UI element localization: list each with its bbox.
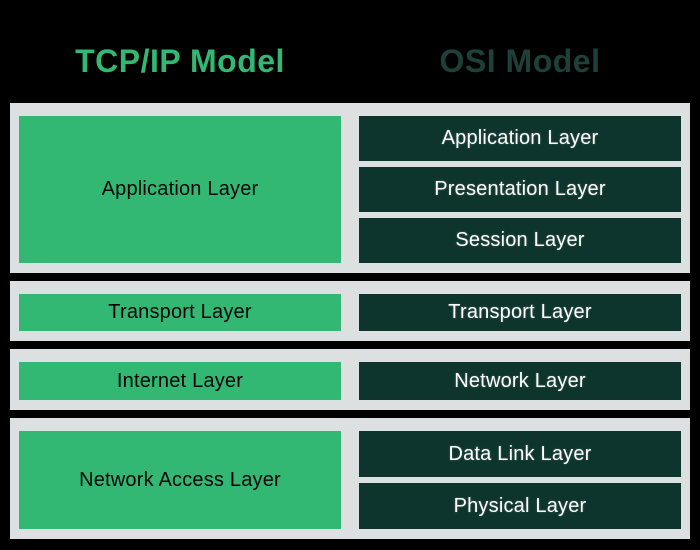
osi-model-title: OSI Model xyxy=(439,43,601,79)
osi-column-transport: Transport Layer xyxy=(359,294,681,331)
osi-network-layer-box: Network Layer xyxy=(359,362,681,400)
tcpip-application-layer-box: Application Layer xyxy=(19,116,341,263)
tcpip-internet-layer-box: Internet Layer xyxy=(19,362,341,400)
tcpip-model-title: TCP/IP Model xyxy=(75,43,285,79)
osi-application-layer-box: Application Layer xyxy=(359,116,681,161)
osi-session-layer-box: Session Layer xyxy=(359,218,681,263)
osi-transport-layer-box: Transport Layer xyxy=(359,294,681,331)
osi-presentation-layer-box: Presentation Layer xyxy=(359,167,681,212)
osi-data-link-layer-box: Data Link Layer xyxy=(359,431,681,477)
osi-column-network-access: Data Link Layer Physical Layer xyxy=(359,431,681,529)
osi-column-application: Application Layer Presentation Layer Ses… xyxy=(359,116,681,263)
osi-column-network: Network Layer xyxy=(359,362,681,400)
tcpip-transport-layer-box: Transport Layer xyxy=(19,294,341,331)
layer-group-transport: Transport Layer Transport Layer xyxy=(10,281,690,341)
header-row: TCP/IP Model OSI Model xyxy=(0,0,700,103)
osi-physical-layer-box: Physical Layer xyxy=(359,483,681,529)
layer-group-internet: Internet Layer Network Layer xyxy=(10,349,690,410)
layer-group-application: Application Layer Application Layer Pres… xyxy=(10,103,690,273)
tcpip-network-access-layer-box: Network Access Layer xyxy=(19,431,341,529)
layer-group-network-access: Network Access Layer Data Link Layer Phy… xyxy=(10,418,690,539)
